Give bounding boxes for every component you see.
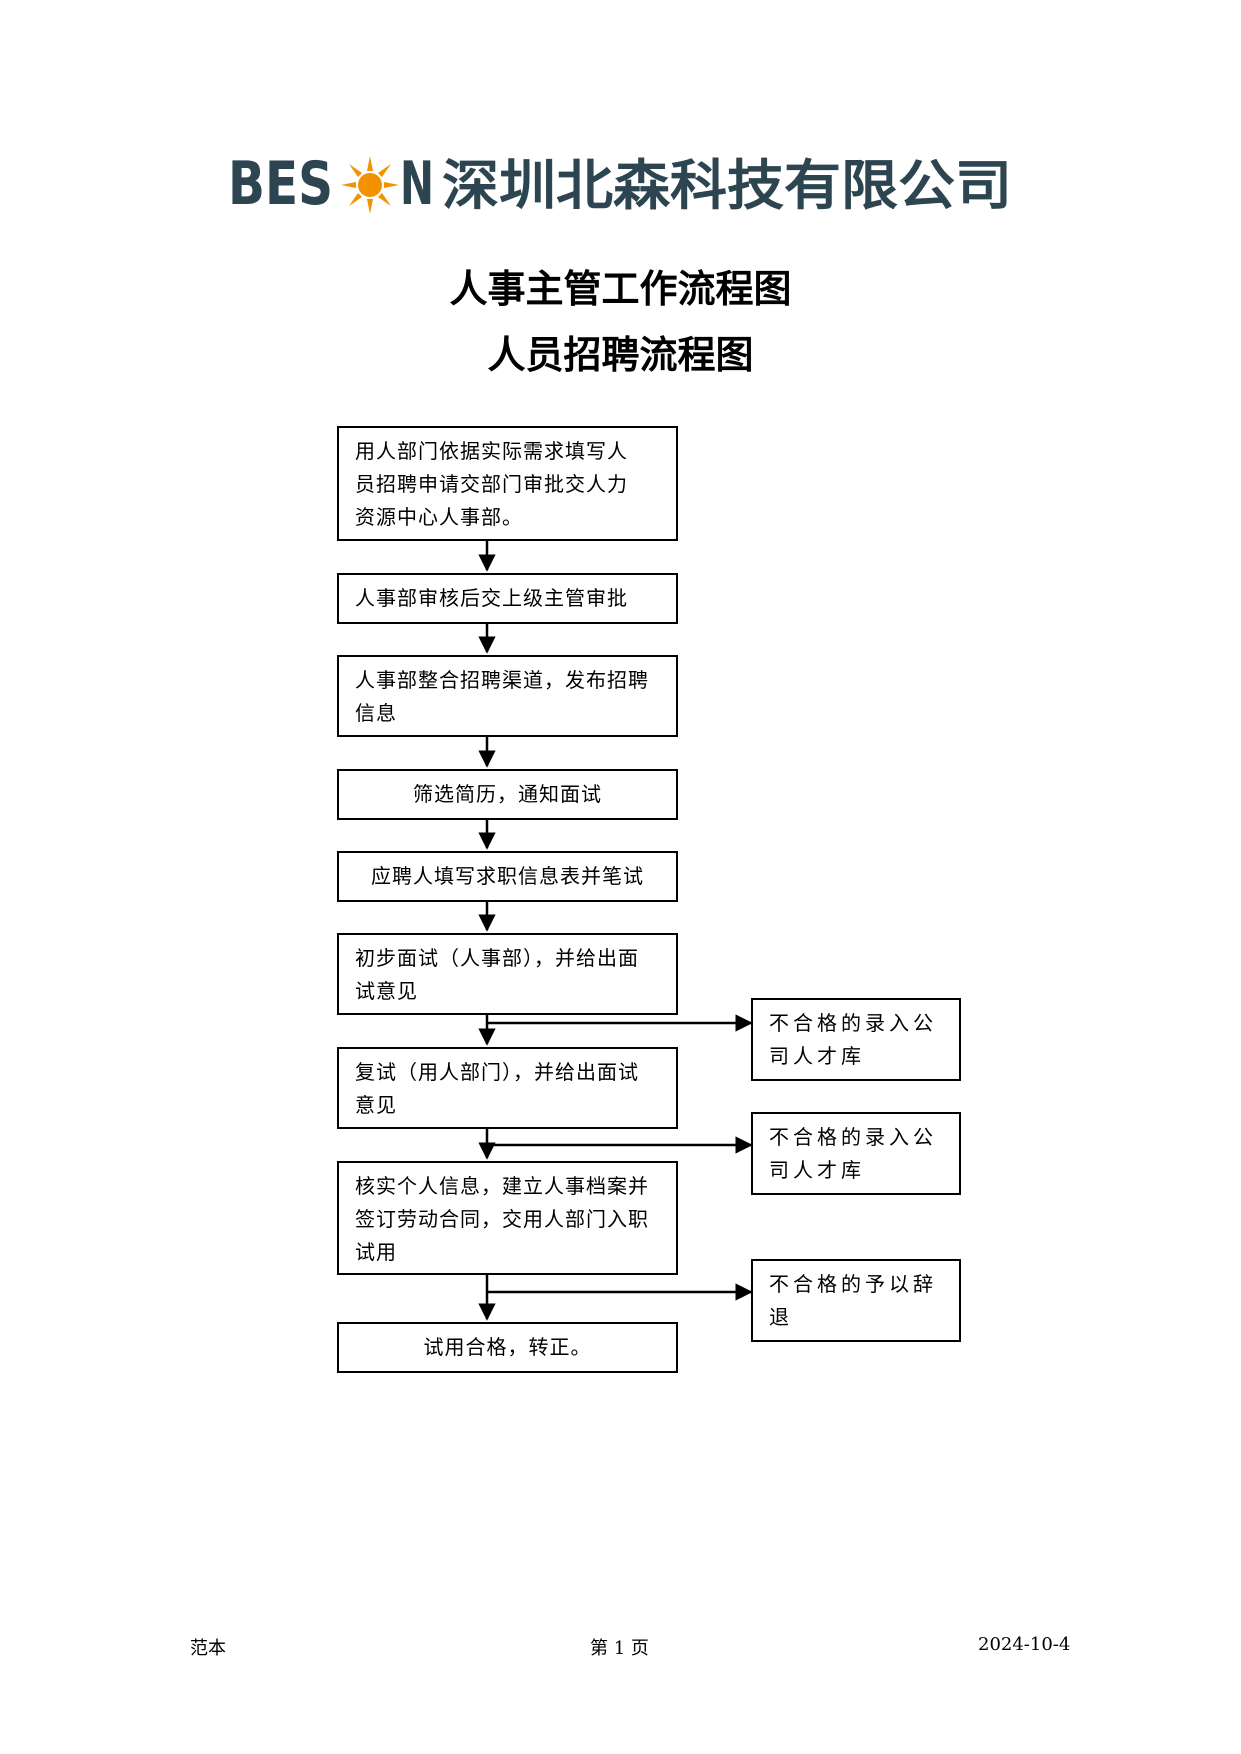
branch-line: 不合格的录入公 [769, 1125, 937, 1149]
flow-step-publish: 人事部整合招聘渠道，发布招聘 信息 [337, 655, 678, 737]
flow-step-screening: 筛选简历，通知面试 [337, 769, 678, 820]
step-line: 应聘人填写求职信息表并笔试 [371, 864, 644, 888]
step-line: 初步面试（人事部），并给出面 [355, 946, 639, 970]
footer-date: 2024-10-4 [978, 1634, 1071, 1655]
step-line: 人事部审核后交上级主管审批 [355, 586, 628, 610]
step-line: 筛选简历，通知面试 [413, 782, 602, 806]
branch-line: 司人才库 [769, 1044, 865, 1068]
step-line: 试意见 [355, 979, 418, 1003]
branch-line: 不合格的录入公 [769, 1011, 937, 1035]
flow-step-contract: 核实个人信息，建立人事档案并 签订劳动合同，交用人部门入职 试用 [337, 1161, 678, 1275]
page-subtitle: 人员招聘流程图 [487, 332, 754, 377]
step-line: 人事部整合招聘渠道，发布招聘 [355, 668, 649, 692]
branch-line: 司人才库 [769, 1158, 865, 1182]
flow-step-requisition: 用人部门依据实际需求填写人 员招聘申请交部门审批交人力 资源中心人事部。 [337, 426, 678, 541]
page-number: 第 1 页 [590, 1638, 649, 1659]
step-line: 信息 [355, 701, 397, 725]
step-line: 复试（用人部门），并给出面试 [355, 1060, 639, 1084]
page-title: 人事主管工作流程图 [449, 266, 792, 311]
branch-talent-pool-1: 不合格的录入公 司人才库 [751, 998, 961, 1081]
branch-line: 不合格的予以辞 [769, 1272, 937, 1296]
flow-step-first-interview: 初步面试（人事部），并给出面 试意见 [337, 933, 678, 1015]
footer-label: 范本 [190, 1638, 226, 1659]
logo-company-name: 深圳北森科技有限公司 [442, 154, 1012, 216]
branch-dismissal: 不合格的予以辞 退 [751, 1259, 961, 1342]
branch-talent-pool-2: 不合格的录入公 司人才库 [751, 1112, 961, 1195]
step-line: 签订劳动合同，交用人部门入职 [355, 1207, 649, 1231]
sun-icon [341, 156, 399, 214]
flow-step-confirmation: 试用合格，转正。 [337, 1322, 678, 1373]
step-line: 资源中心人事部。 [355, 505, 523, 529]
step-line: 核实个人信息，建立人事档案并 [355, 1174, 649, 1198]
step-line: 用人部门依据实际需求填写人 [355, 439, 628, 463]
branch-line: 退 [769, 1305, 793, 1329]
flow-step-second-interview: 复试（用人部门），并给出面试 意见 [337, 1047, 678, 1129]
step-line: 员招聘申请交部门审批交人力 [355, 472, 628, 496]
logo-brand-right: N [400, 152, 434, 216]
step-line: 试用 [355, 1240, 397, 1264]
step-line: 意见 [355, 1093, 397, 1117]
flow-step-written-test: 应聘人填写求职信息表并笔试 [337, 851, 678, 902]
flow-step-review: 人事部审核后交上级主管审批 [337, 573, 678, 624]
company-logo: BES N 深圳北森科技有限公司 [228, 152, 1012, 216]
step-line: 试用合格，转正。 [423, 1335, 592, 1359]
logo-brand-left: BES [228, 152, 333, 216]
